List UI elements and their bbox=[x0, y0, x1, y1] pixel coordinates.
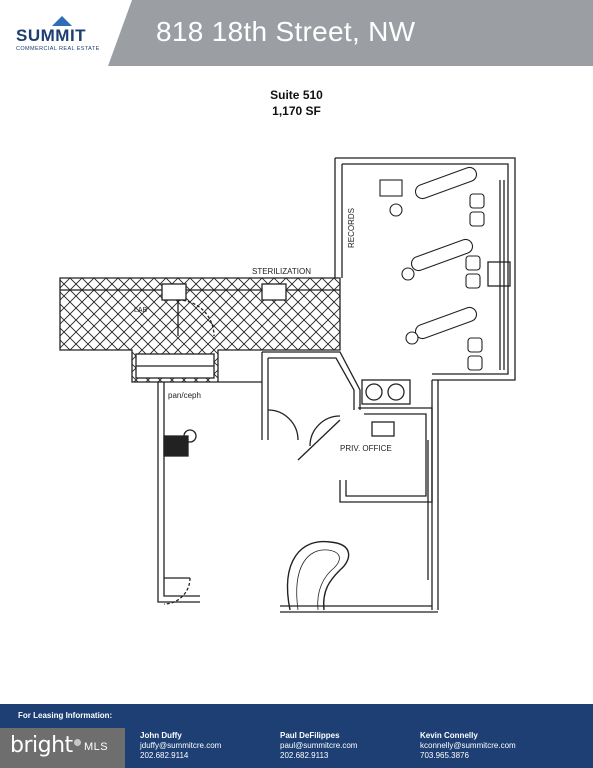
contact-email[interactable]: jduffy@summitcre.com bbox=[140, 741, 222, 750]
contact-card: John Duffy jduffy@summitcre.com 202.682.… bbox=[140, 731, 221, 761]
operatory-chair bbox=[405, 306, 483, 371]
contact-name: John Duffy bbox=[140, 731, 182, 740]
logo-subtitle: COMMERCIAL REAL ESTATE bbox=[16, 46, 100, 52]
contact-email[interactable]: kconnelly@summitcre.com bbox=[420, 741, 516, 750]
page-title: 818 18th Street, NW bbox=[156, 16, 416, 47]
page-header: SUMMIT COMMERCIAL REAL ESTATE 818 18th S… bbox=[0, 0, 593, 66]
header-banner bbox=[108, 0, 593, 66]
lab-label: LAB bbox=[134, 307, 148, 314]
contact-phone[interactable]: 202.682.9113 bbox=[280, 751, 329, 760]
watermark-brand: bright bbox=[10, 733, 73, 758]
contact-card: Paul DeFilippes paul@summitcre.com 202.6… bbox=[280, 731, 357, 761]
suite-area: 1,170 SF bbox=[272, 104, 321, 118]
bright-mls-watermark: bright MLS bbox=[0, 728, 125, 768]
records-label: RECORDS bbox=[347, 208, 356, 248]
contact-card: Kevin Connelly kconnelly@summitcre.com 7… bbox=[420, 731, 516, 761]
pan-ceph-label: pan/ceph bbox=[168, 391, 201, 400]
contact-email[interactable]: paul@summitcre.com bbox=[280, 741, 358, 750]
footer-heading: For Leasing Information: bbox=[18, 711, 113, 720]
contact-phone[interactable]: 703.965.3876 bbox=[420, 751, 469, 760]
contact-name: Paul DeFilippes bbox=[280, 731, 340, 740]
logo-word: SUMMIT bbox=[16, 26, 87, 45]
watermark-suffix: MLS bbox=[84, 741, 109, 753]
priv-office-label: PRIV. OFFICE bbox=[340, 444, 392, 453]
operatory-chair bbox=[401, 238, 481, 289]
suite-name: Suite 510 bbox=[270, 88, 323, 102]
floor-plan: STERILIZATION RECORDS LAB pan/ceph PRIV.… bbox=[59, 157, 516, 613]
contact-name: Kevin Connelly bbox=[420, 731, 478, 740]
operatory-chair bbox=[379, 166, 485, 227]
logo-mountain-icon bbox=[52, 16, 72, 26]
contact-phone[interactable]: 202.682.9114 bbox=[140, 751, 189, 760]
sterilization-label: STERILIZATION bbox=[252, 267, 311, 276]
watermark-dot-icon bbox=[74, 739, 81, 746]
summit-logo: SUMMIT COMMERCIAL REAL ESTATE bbox=[16, 16, 126, 56]
